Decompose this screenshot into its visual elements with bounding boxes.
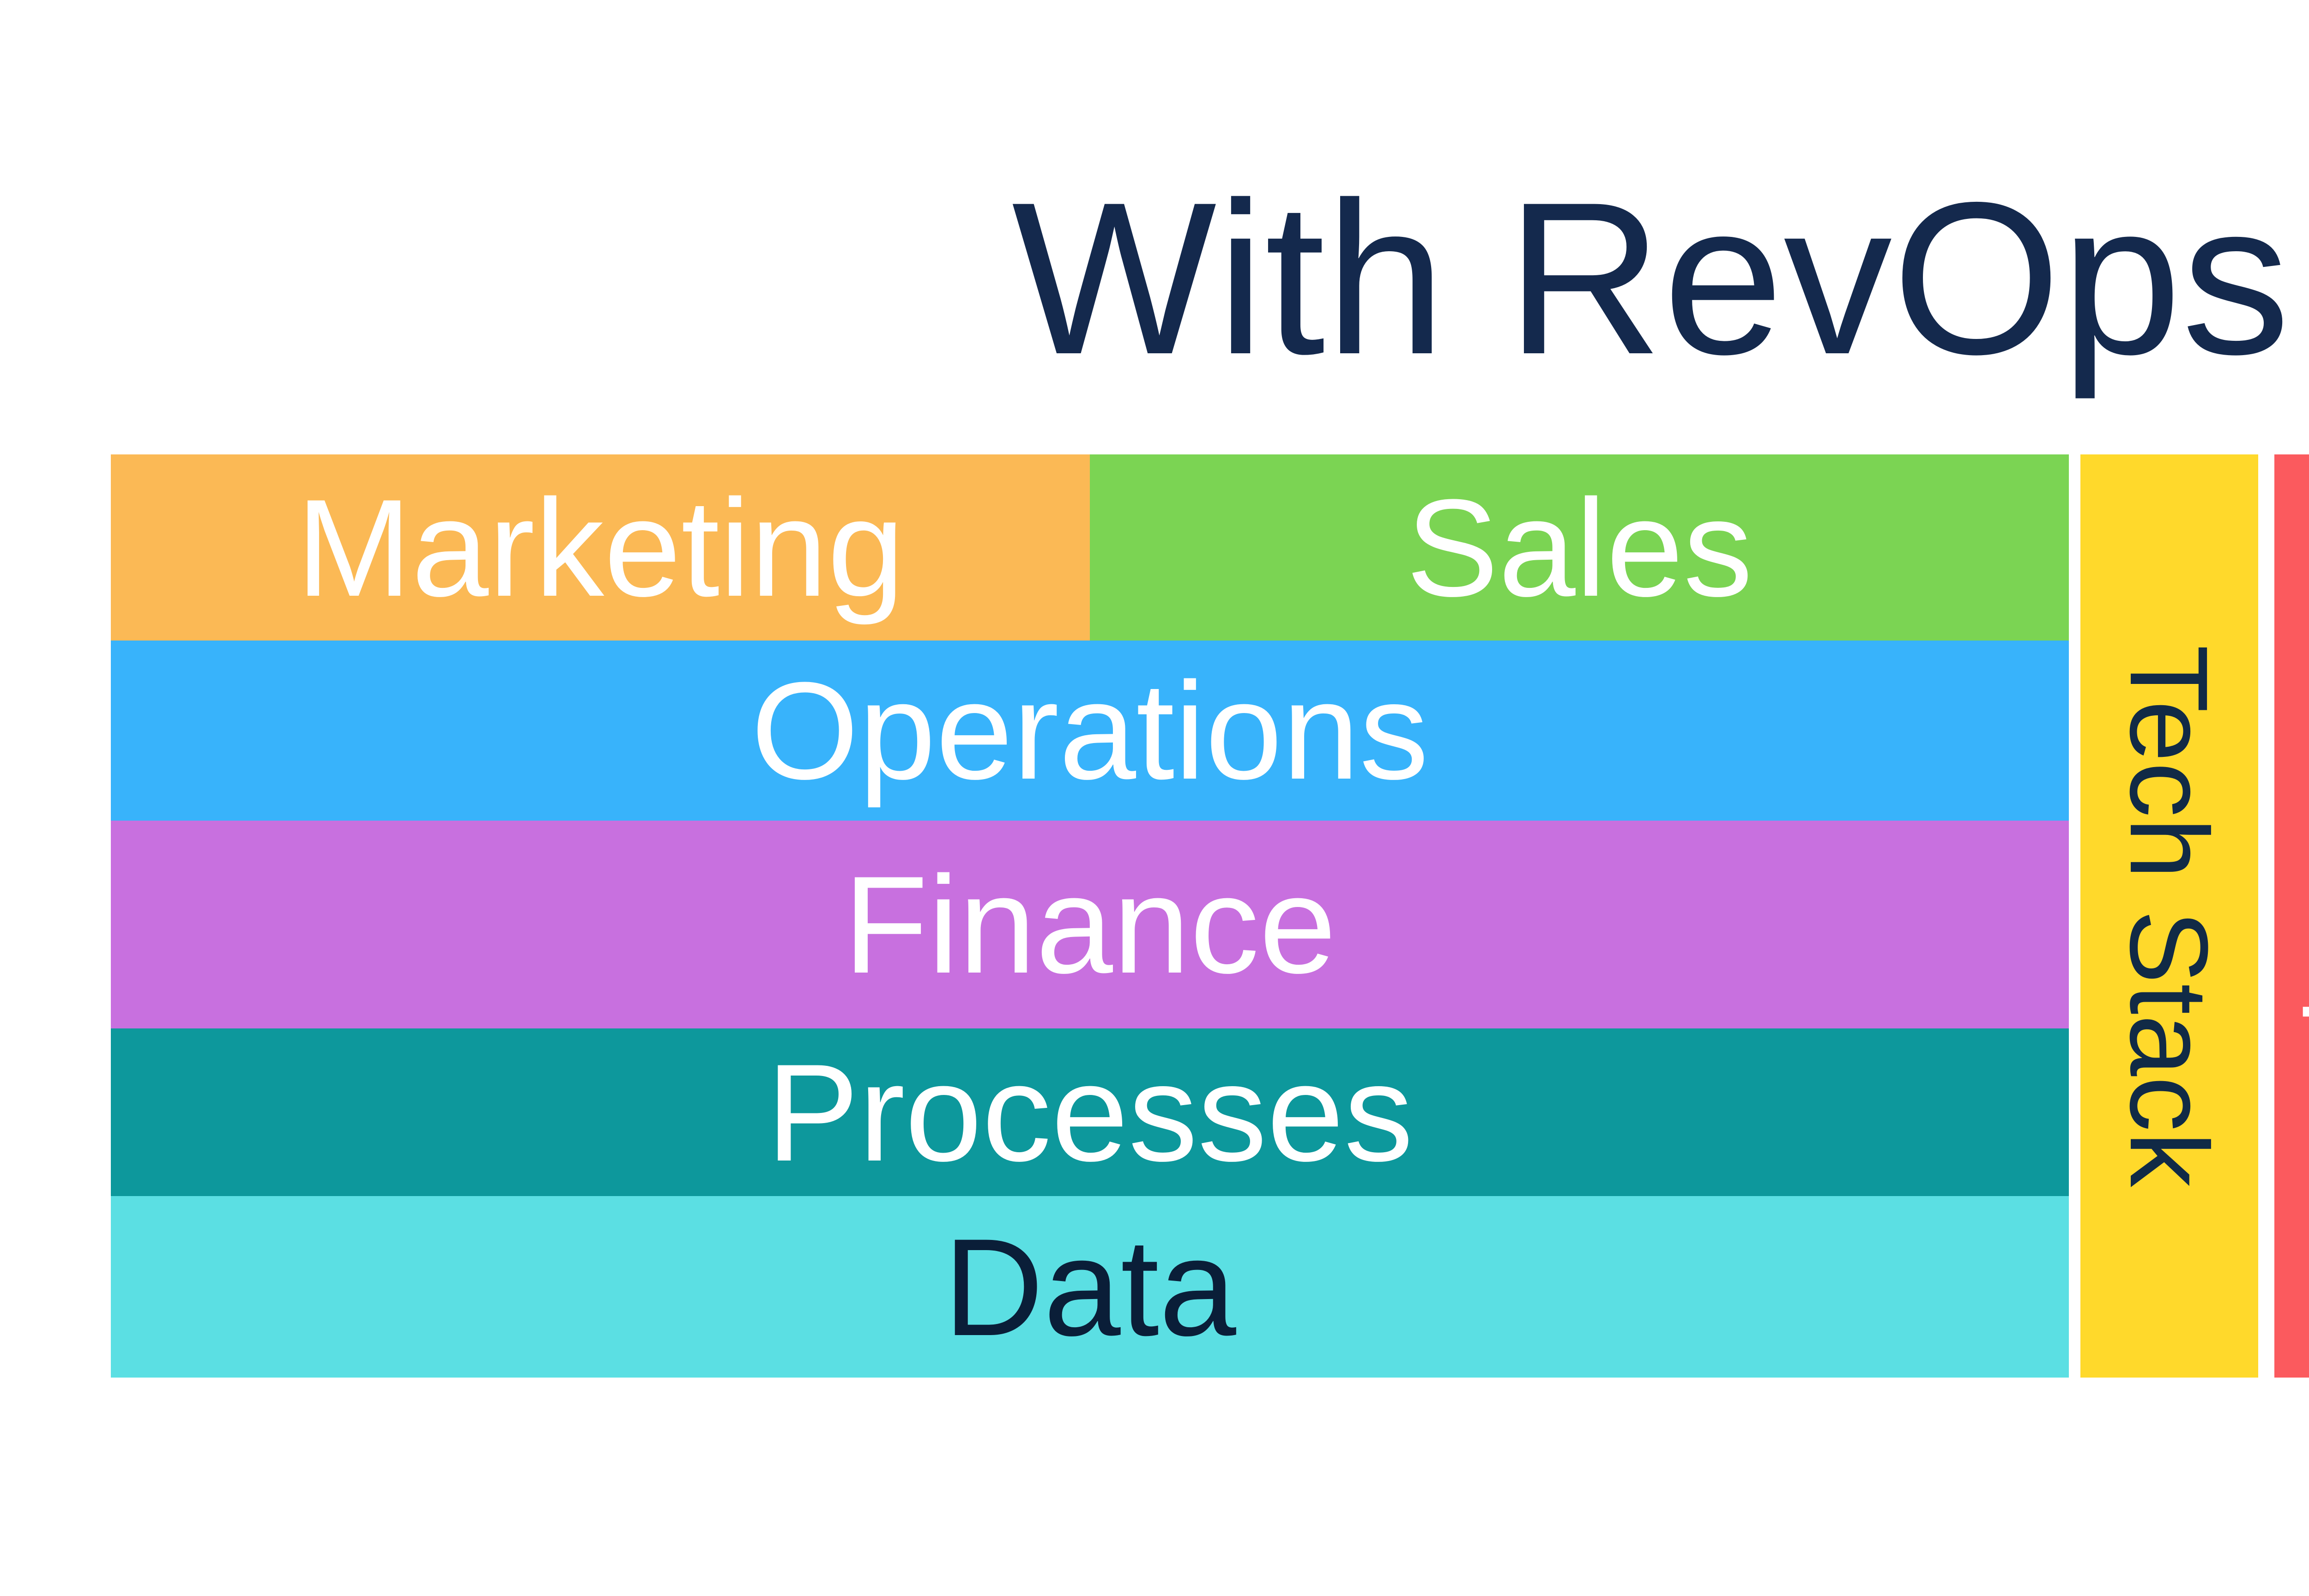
row-marketing-sales: Marketing Sales: [111, 454, 2069, 641]
page-title: With RevOps: [1011, 157, 2291, 399]
processes-block: Processes: [111, 1028, 2069, 1196]
revops-label: RevOps: [2302, 716, 2309, 1117]
tech-stack-label: Tech Stack: [2107, 645, 2231, 1187]
row-operations: Operations: [111, 641, 2069, 821]
finance-block: Finance: [111, 821, 2069, 1028]
row-processes: Processes: [111, 1028, 2069, 1196]
sales-block: Sales: [1090, 454, 2069, 641]
data-block: Data: [111, 1196, 2069, 1378]
sales-label: Sales: [1406, 470, 1753, 625]
data-label: Data: [943, 1209, 1236, 1365]
operations-block: Operations: [111, 641, 2069, 821]
marketing-label: Marketing: [296, 470, 905, 625]
finance-label: Finance: [843, 847, 1336, 1002]
function-stack: Marketing Sales Operations Finance Proce…: [111, 454, 2069, 1378]
row-finance: Finance: [111, 821, 2069, 1028]
tech-stack-bar: [2080, 454, 2258, 1378]
revops-bar: [2274, 454, 2309, 1378]
processes-label: Processes: [766, 1034, 1414, 1190]
row-data: Data: [111, 1196, 2069, 1378]
operations-label: Operations: [751, 653, 1429, 808]
marketing-block: Marketing: [111, 454, 1090, 641]
